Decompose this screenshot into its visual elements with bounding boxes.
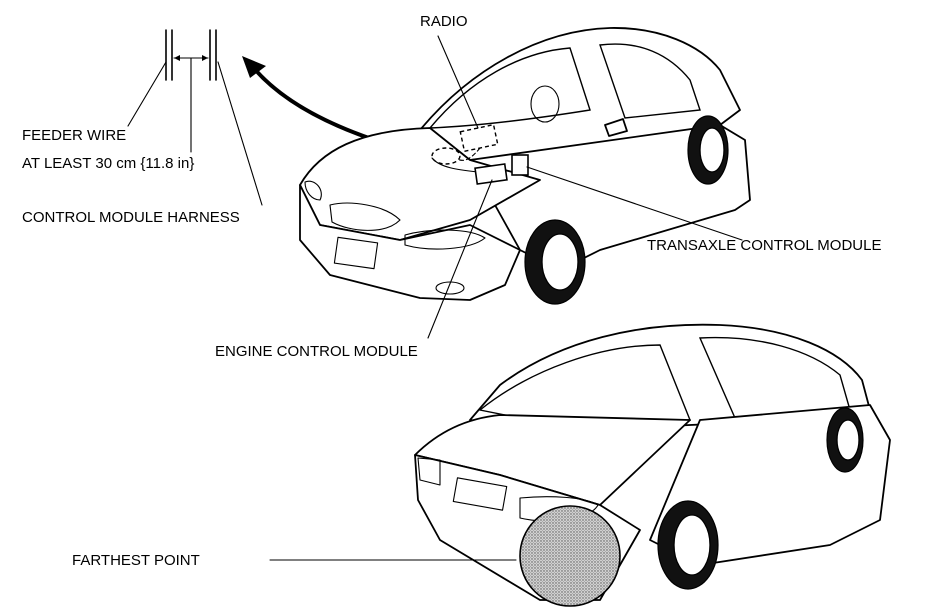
rear-car-trunk: [414, 414, 691, 506]
transaxle-control-module-box: [511, 154, 529, 176]
control-module-harness-label: CONTROL MODULE HARNESS: [22, 209, 240, 226]
transaxle-control-module-label: TRANSAXLE CONTROL MODULE: [647, 237, 882, 254]
front-car-hood: [299, 127, 541, 241]
front-car-steering-wheel: [530, 85, 560, 123]
wire-separation-detail: [127, 29, 263, 206]
feeder-wire-leader: [127, 61, 167, 127]
radio-leader: [437, 35, 479, 129]
dimension-arrow-right: [202, 55, 208, 61]
tcm-leader: [526, 166, 743, 241]
front-car-license-plate: [333, 236, 379, 270]
front-car-bumper: [299, 184, 521, 301]
harness-wire: [431, 157, 479, 173]
front-car-grille: [329, 202, 401, 231]
front-car-headlight-right: [404, 229, 486, 250]
rear-car-license-plate: [452, 477, 508, 511]
curved-arrow-head: [242, 56, 266, 78]
front-car-front-rim: [541, 233, 579, 291]
wire-bundle: [431, 147, 461, 165]
front-car-side-window: [599, 43, 701, 119]
engine-control-module-label: ENGINE CONTROL MODULE: [215, 343, 418, 360]
rear-car-front-rim: [836, 419, 860, 461]
ecm-leader: [427, 179, 493, 339]
car-front-view-icon: [299, 27, 751, 305]
dimension-arrow-left: [174, 55, 180, 61]
feeder-wire-label: FEEDER WIRE: [22, 127, 126, 144]
front-car-mirror: [604, 118, 628, 137]
front-car-fog-light: [435, 281, 465, 295]
front-car-rear-rim: [699, 127, 725, 173]
front-car-components: [427, 35, 743, 339]
front-car-windshield: [428, 47, 591, 129]
rear-car-taillight-left: [417, 457, 441, 486]
front-car-headlight-left: [304, 180, 322, 201]
rear-car-rear-rim: [673, 514, 711, 576]
engine-control-module-box: [474, 163, 508, 185]
distance-label: AT LEAST 30 cm {11.8 in}: [22, 155, 194, 172]
radio-label: RADIO: [420, 13, 468, 30]
rear-car-rear-window: [478, 344, 691, 431]
radio-box: [459, 123, 499, 153]
farthest-point-highlight: [519, 505, 621, 607]
harness-leader: [217, 61, 263, 206]
car-rear-view-icon: [414, 323, 891, 601]
rear-car-side-window: [698, 336, 851, 419]
farthest-point-label: FARTHEST POINT: [72, 552, 200, 569]
